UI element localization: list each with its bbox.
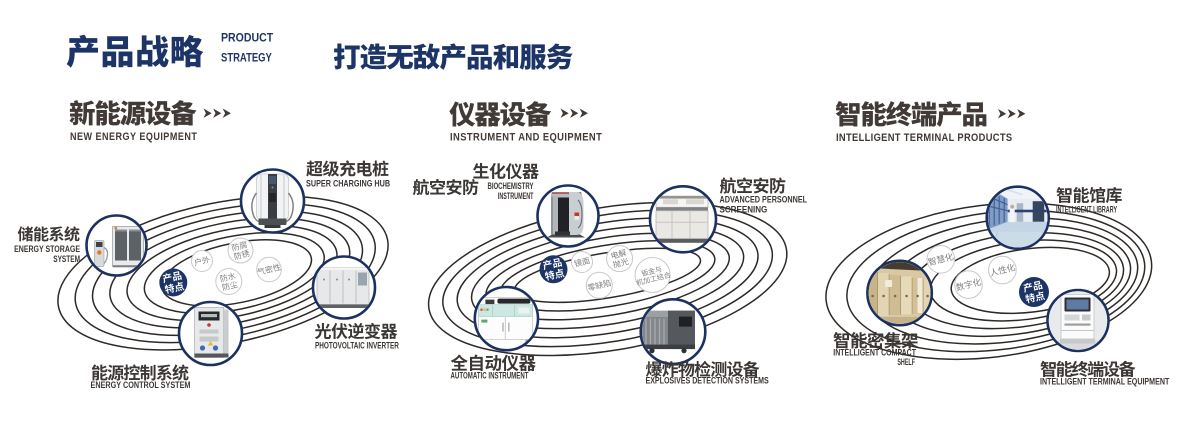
svg-text:SYSTEM: SYSTEM	[53, 254, 80, 264]
svg-text:INTELLIGENT COMPACT: INTELLIGENT COMPACT	[833, 348, 916, 358]
svg-text:AUTOMATIC INSTRUMENT: AUTOMATIC INSTRUMENT	[451, 370, 529, 381]
svg-text:ADVANCED PERSONNEL: ADVANCED PERSONNEL	[720, 194, 808, 205]
svg-text:SUPER CHARGING HUB: SUPER CHARGING HUB	[306, 178, 390, 189]
svg-text:NEW ENERGY EQUIPMENT: NEW ENERGY EQUIPMENT	[70, 131, 197, 143]
svg-text:BIOCHEMISTRY: BIOCHEMISTRY	[487, 181, 534, 192]
svg-text:SHELF: SHELF	[897, 356, 915, 367]
svg-text:INTELLIGENT LIBRARY: INTELLIGENT LIBRARY	[1056, 204, 1117, 215]
svg-text:INTELLIGENT TERMINAL PRODUCTS: INTELLIGENT TERMINAL PRODUCTS	[836, 132, 1012, 144]
svg-text:SCREENING: SCREENING	[720, 204, 768, 215]
svg-text:ENERGY CONTROL SYSTEM: ENERGY CONTROL SYSTEM	[91, 379, 191, 390]
svg-text:PRODUCT: PRODUCT	[221, 32, 273, 45]
svg-text:INSTRUMENT: INSTRUMENT	[498, 190, 534, 201]
svg-text:INTELLIGENT TERMINAL EQUIPMENT: INTELLIGENT TERMINAL EQUIPMENT	[1040, 377, 1169, 387]
svg-text:EXPLOSIVES DETECTION SYSTEMS: EXPLOSIVES DETECTION SYSTEMS	[646, 376, 770, 386]
svg-text:PHOTOVOLTAIC INVERTER: PHOTOVOLTAIC INVERTER	[315, 340, 399, 350]
svg-text:STRATEGY: STRATEGY	[221, 51, 273, 64]
svg-text:INSTRUMENT AND EQUIPMENT: INSTRUMENT AND EQUIPMENT	[450, 132, 602, 144]
svg-text:ENERGY STORAGE: ENERGY STORAGE	[14, 244, 80, 254]
